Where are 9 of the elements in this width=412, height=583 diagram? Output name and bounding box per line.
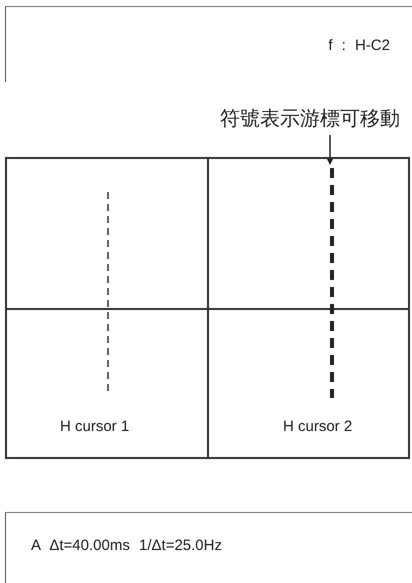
mode-text: f : H-C2 — [328, 37, 390, 54]
readout-panel — [5, 512, 412, 583]
readout-text: A Δt=40.00ms 1/Δt=25.0Hz — [31, 537, 222, 554]
screen-grid — [5, 157, 410, 459]
cursor-label: H cursor 1 — [60, 418, 130, 435]
cursor-label: H cursor 2 — [283, 418, 352, 435]
annotation-text: 符號表示游標可移動 — [220, 107, 400, 132]
arrow — [326, 135, 334, 165]
display-panel — [5, 6, 412, 82]
